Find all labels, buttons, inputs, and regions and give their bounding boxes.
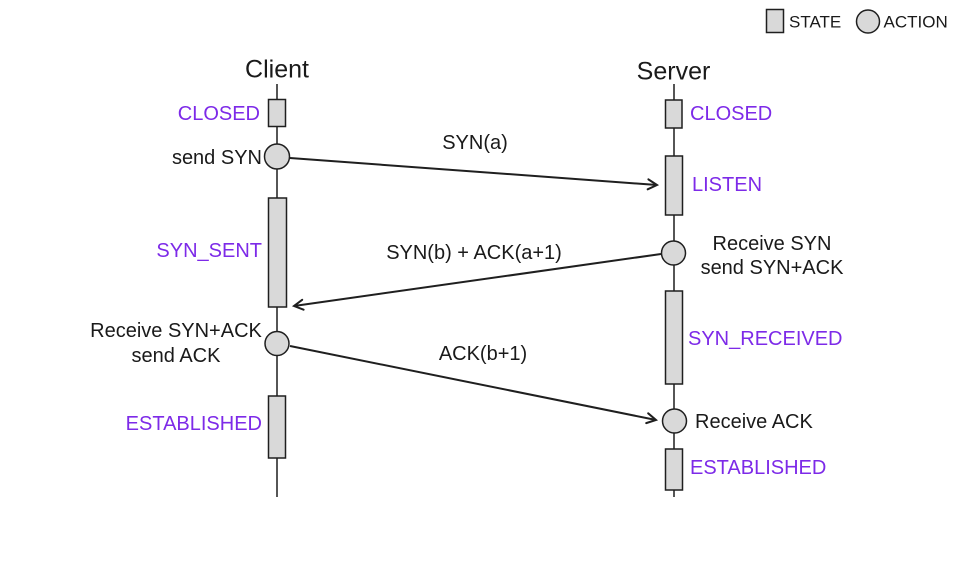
client-action-label-receive-syn-ack-line1: Receive SYN+ACK <box>90 320 262 342</box>
server-action-label-receive-ack: Receive ACK <box>695 411 813 433</box>
server-state-label-established: ESTABLISHED <box>690 457 826 479</box>
message-label-ack: ACK(b+1) <box>439 343 527 365</box>
server-state-box-closed <box>664 99 683 129</box>
legend-state-swatch <box>765 8 785 34</box>
client-state-label-syn-sent: SYN_SENT <box>156 240 262 262</box>
server-state-label-listen: LISTEN <box>692 174 762 196</box>
message-arrow-ack <box>289 345 659 425</box>
client-state-label-established: ESTABLISHED <box>126 413 262 435</box>
legend-action-swatch <box>855 9 881 34</box>
message-label-syn: SYN(a) <box>442 132 508 154</box>
server-state-box-listen <box>664 155 684 216</box>
server-title: Server <box>637 58 711 86</box>
client-title: Client <box>245 56 309 84</box>
client-state-box-syn-sent <box>267 197 288 308</box>
client-action-label-send-syn: send SYN <box>172 147 262 169</box>
server-action-circle-receive-syn <box>660 240 687 266</box>
client-action-label-receive-syn-ack-line2: send ACK <box>132 345 222 367</box>
server-state-label-closed: CLOSED <box>690 103 772 125</box>
legend-action-label: ACTION <box>884 13 948 32</box>
server-action-label-receive-syn-line1: Receive SYN <box>713 233 832 255</box>
legend: STATE ACTION <box>765 8 948 34</box>
server-state-label-syn-received: SYN_RECEIVED <box>688 328 843 350</box>
messages: SYN(a) SYN(b) + ACK(a+1) ACK(b+1) <box>289 132 662 425</box>
client-state-box-closed <box>267 98 287 128</box>
server-action-label-receive-syn-line2: send SYN+ACK <box>701 257 845 279</box>
client-action-circle-receive-syn-ack <box>264 330 290 357</box>
server-column: Server CLOSED LISTEN Receive SYN send SY… <box>637 58 844 491</box>
server-state-box-syn-received <box>664 290 684 385</box>
client-action-circle-send-syn <box>263 143 291 170</box>
server-action-circle-receive-ack <box>661 408 688 434</box>
message-label-syn-ack: SYN(b) + ACK(a+1) <box>386 242 562 264</box>
client-column: Client CLOSED send SYN SYN_SENT Receive … <box>90 56 309 459</box>
client-state-box-established <box>267 395 287 459</box>
message-arrow-syn <box>289 157 660 191</box>
client-state-label-closed: CLOSED <box>178 103 260 125</box>
legend-state-label: STATE <box>789 13 841 32</box>
message-arrow-syn-ack <box>291 253 662 311</box>
server-state-box-established <box>664 448 684 491</box>
